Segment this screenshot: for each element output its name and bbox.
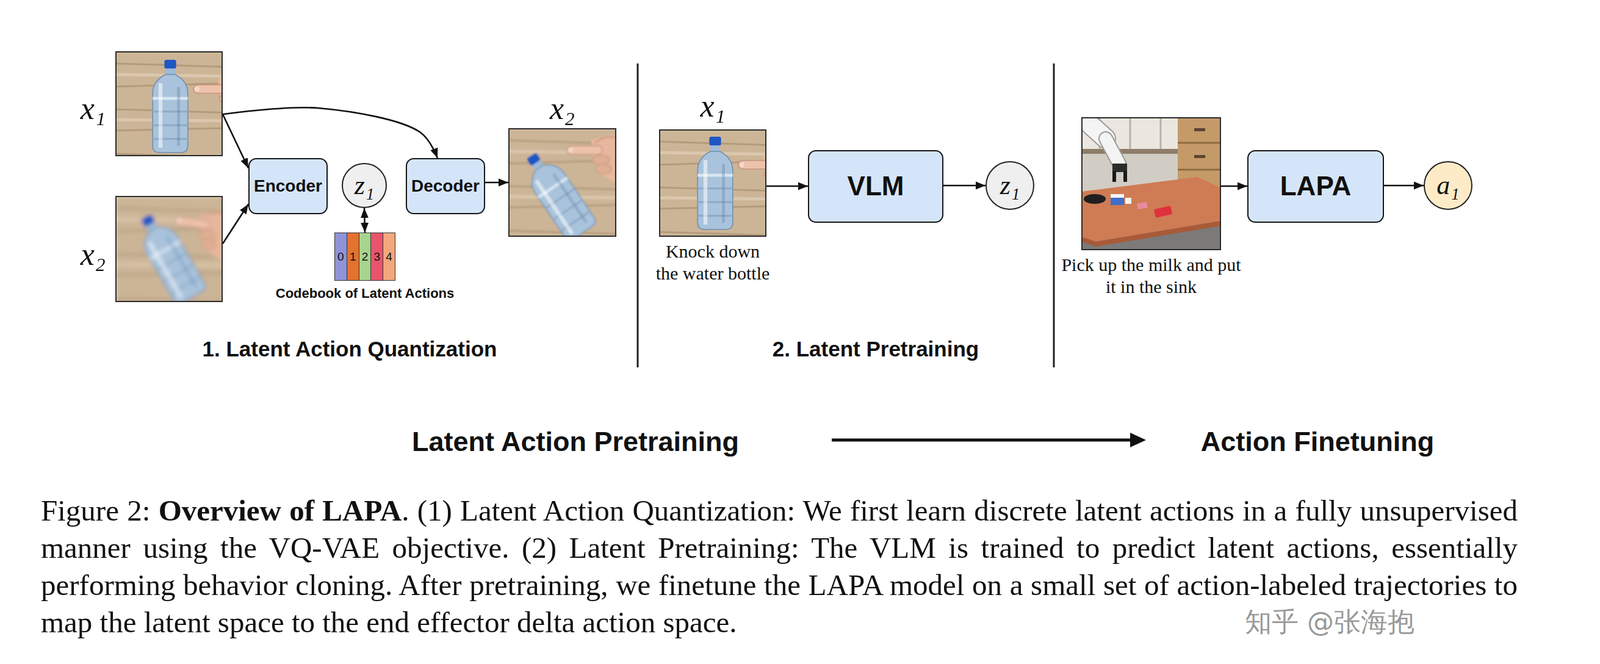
connector-arrow	[485, 181, 509, 184]
action-circle: a₁	[1423, 161, 1473, 210]
output-frame: x₂	[508, 128, 617, 237]
codebook-index: 4	[382, 233, 395, 281]
section-title: 2. Latent Pretraining	[772, 336, 979, 362]
stage-arrow	[831, 432, 1146, 448]
codebook-index: 1	[346, 233, 359, 281]
codebook-title: Codebook of Latent Actions	[275, 285, 455, 302]
symbol-label: a₁	[1436, 172, 1460, 199]
section-title: 1. Latent Action Quantization	[202, 336, 498, 362]
symbol-label: z₁	[354, 172, 375, 199]
frame-symbol: x₂	[80, 238, 106, 271]
connector-arrow	[222, 203, 249, 244]
input-frame: x₂	[115, 195, 223, 303]
caption-title: Overview of LAPA	[158, 493, 403, 528]
connector-arrow	[222, 107, 438, 159]
robot-frame: Pick up the milk and put it in the sink	[1081, 117, 1222, 251]
box-label: Decoder	[411, 176, 480, 196]
connector-arrow	[1383, 184, 1424, 187]
latent-circle: z₁	[985, 161, 1035, 210]
box-label: LAPA	[1280, 170, 1352, 202]
codebook-index: 0	[335, 233, 347, 281]
encoder-box: Encoder	[248, 158, 328, 215]
frame-symbol: x₁	[80, 92, 106, 125]
connector-arrow	[766, 185, 808, 188]
section-divider	[1053, 63, 1056, 368]
input-frame: x₁	[115, 51, 223, 157]
instruction-caption: Knock down the water bottle	[639, 240, 786, 285]
connector-arrow	[943, 184, 986, 187]
vlm-box: VLM	[807, 150, 944, 223]
stage-title: Latent Action Pretraining	[411, 425, 739, 458]
stage-title: Action Finetuning	[1200, 425, 1435, 458]
frame-symbol: x₂	[549, 92, 575, 125]
caption-part: Figure 2:	[40, 493, 159, 528]
latent-circle: z₁	[341, 162, 387, 209]
section-divider	[637, 63, 639, 368]
watermark: 知乎 @张海抱	[1244, 606, 1415, 638]
frame-symbol: x₁	[699, 90, 725, 123]
codebook: 01234Codebook of Latent Actions	[334, 232, 396, 281]
reconstructed-photo	[508, 128, 667, 287]
robot-photo	[1075, 111, 1222, 251]
input-frame: x₁Knock down the water bottle	[659, 129, 767, 237]
connector-arrow	[222, 114, 249, 168]
box-label: VLM	[847, 170, 905, 202]
decoder-box: Decoder	[405, 158, 486, 215]
codebook-index: 3	[370, 233, 383, 281]
box-label: Encoder	[253, 176, 323, 196]
connector-arrow	[1221, 185, 1248, 188]
connector-arrow	[364, 208, 365, 233]
symbol-label: z₁	[1000, 172, 1020, 199]
lapa-box: LAPA	[1247, 150, 1384, 223]
codebook-index: 2	[358, 233, 372, 281]
instruction-caption: Pick up the milk and put it in the sink	[1059, 253, 1244, 298]
bottle-photo-blurred	[115, 195, 274, 355]
